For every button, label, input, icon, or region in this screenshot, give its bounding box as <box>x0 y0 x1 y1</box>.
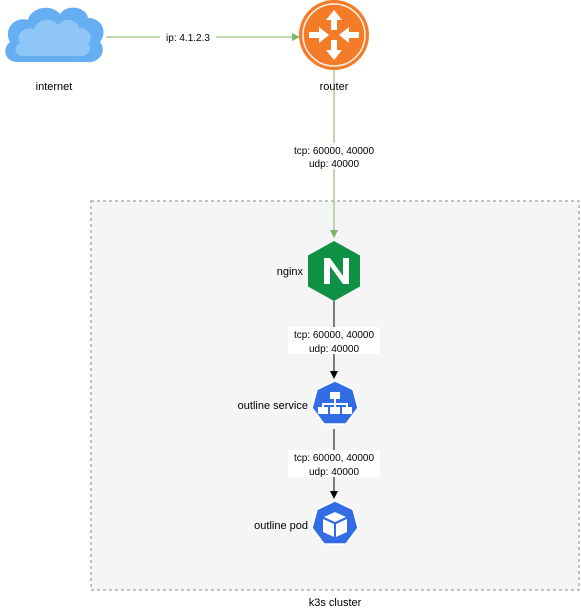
kubernetes-pod-icon <box>311 500 359 545</box>
node-internet[interactable]: internet <box>5 7 104 93</box>
node-label: internet <box>36 81 73 93</box>
node-label: nginx <box>277 266 304 278</box>
edge-label-udp: udp: 40000 <box>309 344 359 355</box>
nginx-icon <box>308 241 360 301</box>
cluster-label: k3s cluster <box>309 597 362 609</box>
edge-internet-router[interactable]: ip: 4.1.2.3 <box>106 30 300 44</box>
edge-service-pod[interactable]: tcp: 60000, 40000 udp: 40000 <box>288 429 380 499</box>
edge-nginx-service[interactable]: tcp: 60000, 40000 udp: 40000 <box>288 301 380 379</box>
edge-label-udp: udp: 40000 <box>309 467 359 478</box>
edge-label-tcp: tcp: 60000, 40000 <box>294 146 375 157</box>
node-label: router <box>320 81 349 93</box>
router-icon <box>299 0 369 70</box>
node-label: outline service <box>238 400 308 412</box>
node-nginx[interactable]: nginx <box>277 241 360 301</box>
node-outline-service[interactable]: outline service <box>238 380 359 425</box>
node-router[interactable]: router <box>299 0 369 93</box>
edge-router-nginx[interactable]: tcp: 60000, 40000 udp: 40000 <box>288 70 380 238</box>
edge-label: ip: 4.1.2.3 <box>166 33 210 44</box>
node-label: outline pod <box>254 520 308 532</box>
edge-label-tcp: tcp: 60000, 40000 <box>294 453 375 464</box>
cloud-icon <box>5 7 104 63</box>
node-outline-pod[interactable]: outline pod <box>254 500 359 545</box>
edge-label-tcp: tcp: 60000, 40000 <box>294 330 375 341</box>
edge-label-udp: udp: 40000 <box>309 159 359 170</box>
kubernetes-service-icon <box>311 380 359 425</box>
